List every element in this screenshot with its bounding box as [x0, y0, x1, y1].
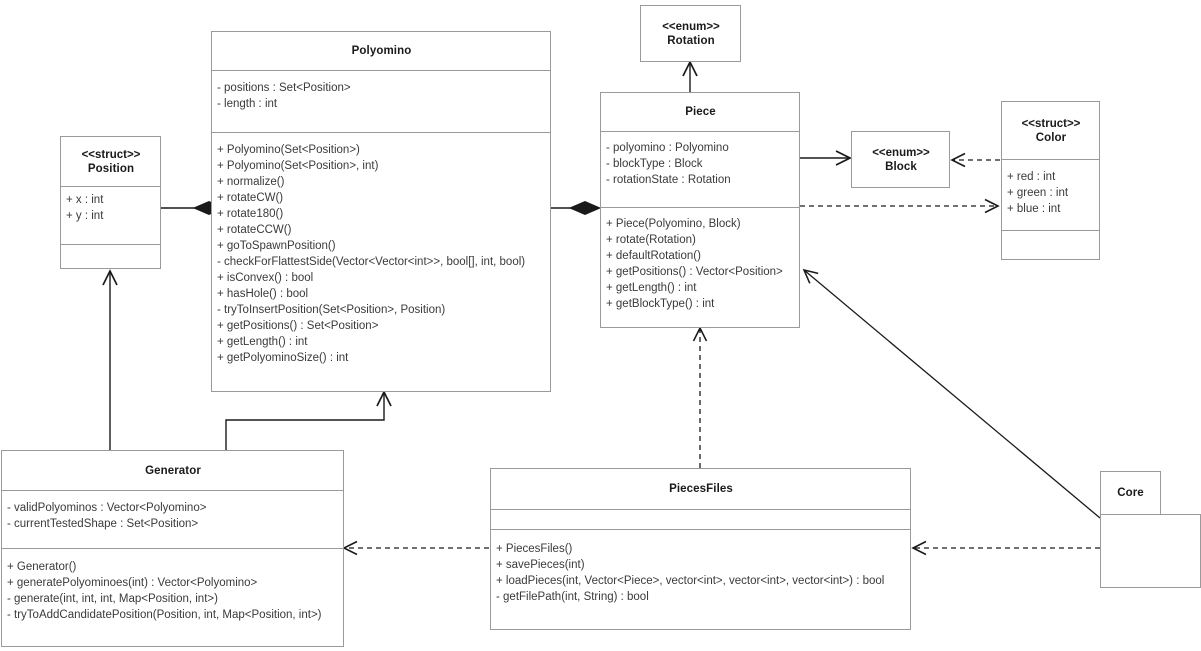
class-box-block[interactable]: <<enum>> Block: [851, 131, 950, 188]
attributes-compartment-color: + red : int + green : int + blue : int: [1002, 160, 1099, 231]
attribute-row: - rotationState : Rotation: [606, 174, 731, 186]
class-title-polyomino: Polyomino: [212, 32, 550, 71]
package-body-core: [1100, 514, 1201, 588]
class-title-color: <<struct>> Color: [1002, 102, 1099, 160]
method-row: + rotate(Rotation): [606, 234, 696, 246]
method-row: + getLength() : int: [606, 282, 697, 294]
method-row: + getPositions() : Vector<Position>: [606, 266, 783, 278]
attribute-row: - length : int: [217, 98, 278, 110]
class-box-color[interactable]: <<struct>> Color + red : int + green : i…: [1001, 101, 1100, 260]
class-name-label: Generator: [145, 464, 201, 477]
method-row: - tryToInsertPosition(Set<Position>, Pos…: [217, 304, 446, 316]
attributes-compartment-position: + x : int + y : int: [61, 187, 160, 245]
attribute-row: + red : int: [1007, 171, 1056, 183]
class-title-generator: Generator: [2, 451, 343, 491]
class-name-label: Color: [1035, 131, 1067, 144]
method-row: - tryToAddCandidatePosition(Position, in…: [7, 609, 322, 621]
attribute-row: - blockType : Block: [606, 158, 703, 170]
edge-generator-to-polyomino: [225, 392, 384, 450]
class-box-polyomino[interactable]: Polyomino - positions : Set<Position> - …: [211, 31, 551, 392]
class-box-position[interactable]: <<struct>> Position + x : int + y : int: [60, 136, 161, 269]
class-title-piece: Piece: [601, 93, 799, 132]
method-row: - getFilePath(int, String) : bool: [496, 591, 649, 603]
class-name-label: PiecesFiles: [669, 483, 733, 495]
attribute-row: - currentTestedShape : Set<Position>: [7, 518, 199, 530]
class-title-position: <<struct>> Position: [61, 137, 160, 187]
attribute-row: + x : int: [66, 194, 104, 206]
class-title-rotation: <<enum>> Rotation: [641, 6, 740, 61]
class-box-rotation[interactable]: <<enum>> Rotation: [640, 5, 741, 62]
package-box-core[interactable]: Core: [1100, 471, 1201, 588]
class-title-piecesfiles: PiecesFiles: [491, 469, 910, 510]
stereotype-label: <<struct>>: [1021, 117, 1081, 130]
method-row: + getPositions() : Set<Position>: [217, 320, 379, 332]
method-row: + defaultRotation(): [606, 250, 701, 262]
attribute-row: - validPolyominos : Vector<Polyomino>: [7, 502, 207, 514]
method-row: + getBlockType() : int: [606, 298, 715, 310]
method-row: + Polyomino(Set<Position>, int): [217, 160, 379, 172]
method-row: + rotateCW(): [217, 192, 284, 204]
package-name-label: Core: [1117, 487, 1144, 499]
method-row: + Piece(Polyomino, Block): [606, 218, 741, 230]
methods-compartment-piecesfiles: + PiecesFiles() + savePieces(int) + load…: [491, 530, 910, 629]
methods-compartment-piece: + Piece(Polyomino, Block) + rotate(Rotat…: [601, 208, 799, 327]
class-box-generator[interactable]: Generator - validPolyominos : Vector<Pol…: [1, 450, 344, 647]
edge-polyomino-to-piece: [551, 200, 602, 216]
class-box-piece[interactable]: Piece - polyomino : Polyomino - blockTyp…: [600, 92, 800, 328]
method-row: + PiecesFiles(): [496, 543, 573, 555]
class-name-label: Position: [87, 162, 135, 175]
methods-compartment-polyomino: + Polyomino(Set<Position>) + Polyomino(S…: [212, 133, 550, 391]
class-name-label: Piece: [685, 106, 716, 118]
attributes-compartment-piece: - polyomino : Polyomino - blockType : Bl…: [601, 132, 799, 208]
attributes-compartment-piecesfiles: [491, 510, 910, 530]
package-tab-core: Core: [1100, 471, 1161, 515]
method-row: + goToSpawnPosition(): [217, 240, 336, 252]
method-row: + hasHole() : bool: [217, 288, 309, 300]
method-row: + getLength() : int: [217, 336, 308, 348]
method-row: + Polyomino(Set<Position>): [217, 144, 360, 156]
method-row: + isConvex() : bool: [217, 272, 314, 284]
class-name-label: Block: [885, 160, 917, 173]
method-row: + loadPieces(int, Vector<Piece>, vector<…: [496, 575, 885, 587]
methods-compartment-generator: + Generator() + generatePolyominoes(int)…: [2, 549, 343, 646]
methods-compartment-color: [1002, 231, 1099, 259]
class-name-label: Rotation: [667, 34, 715, 47]
attribute-row: + y : int: [66, 210, 104, 222]
class-name-label: Polyomino: [351, 45, 412, 57]
method-row: + getPolyominoSize() : int: [217, 352, 349, 364]
method-row: + rotateCCW(): [217, 224, 292, 236]
attribute-row: - polyomino : Polyomino: [606, 142, 729, 154]
attribute-row: + green : int: [1007, 187, 1069, 199]
class-title-block: <<enum>> Block: [852, 132, 949, 187]
class-box-piecesfiles[interactable]: PiecesFiles + PiecesFiles() + savePieces…: [490, 468, 911, 630]
stereotype-label: <<enum>>: [872, 146, 930, 159]
attributes-compartment-polyomino: - positions : Set<Position> - length : i…: [212, 71, 550, 133]
attribute-row: - positions : Set<Position>: [217, 82, 351, 94]
stereotype-label: <<struct>>: [81, 148, 141, 161]
attribute-row: + blue : int: [1007, 203, 1061, 215]
method-row: - checkForFlattestSide(Vector<Vector<int…: [217, 256, 526, 268]
method-row: - generate(int, int, int, Map<Position, …: [7, 593, 218, 605]
method-row: + generatePolyominoes(int) : Vector<Poly…: [7, 577, 258, 589]
methods-compartment-position: [61, 245, 160, 268]
stereotype-label: <<enum>>: [662, 20, 720, 33]
method-row: + rotate180(): [217, 208, 284, 220]
method-row: + Generator(): [7, 561, 77, 573]
method-row: + normalize(): [217, 176, 285, 188]
method-row: + savePieces(int): [496, 559, 585, 571]
attributes-compartment-generator: - validPolyominos : Vector<Polyomino> - …: [2, 491, 343, 549]
